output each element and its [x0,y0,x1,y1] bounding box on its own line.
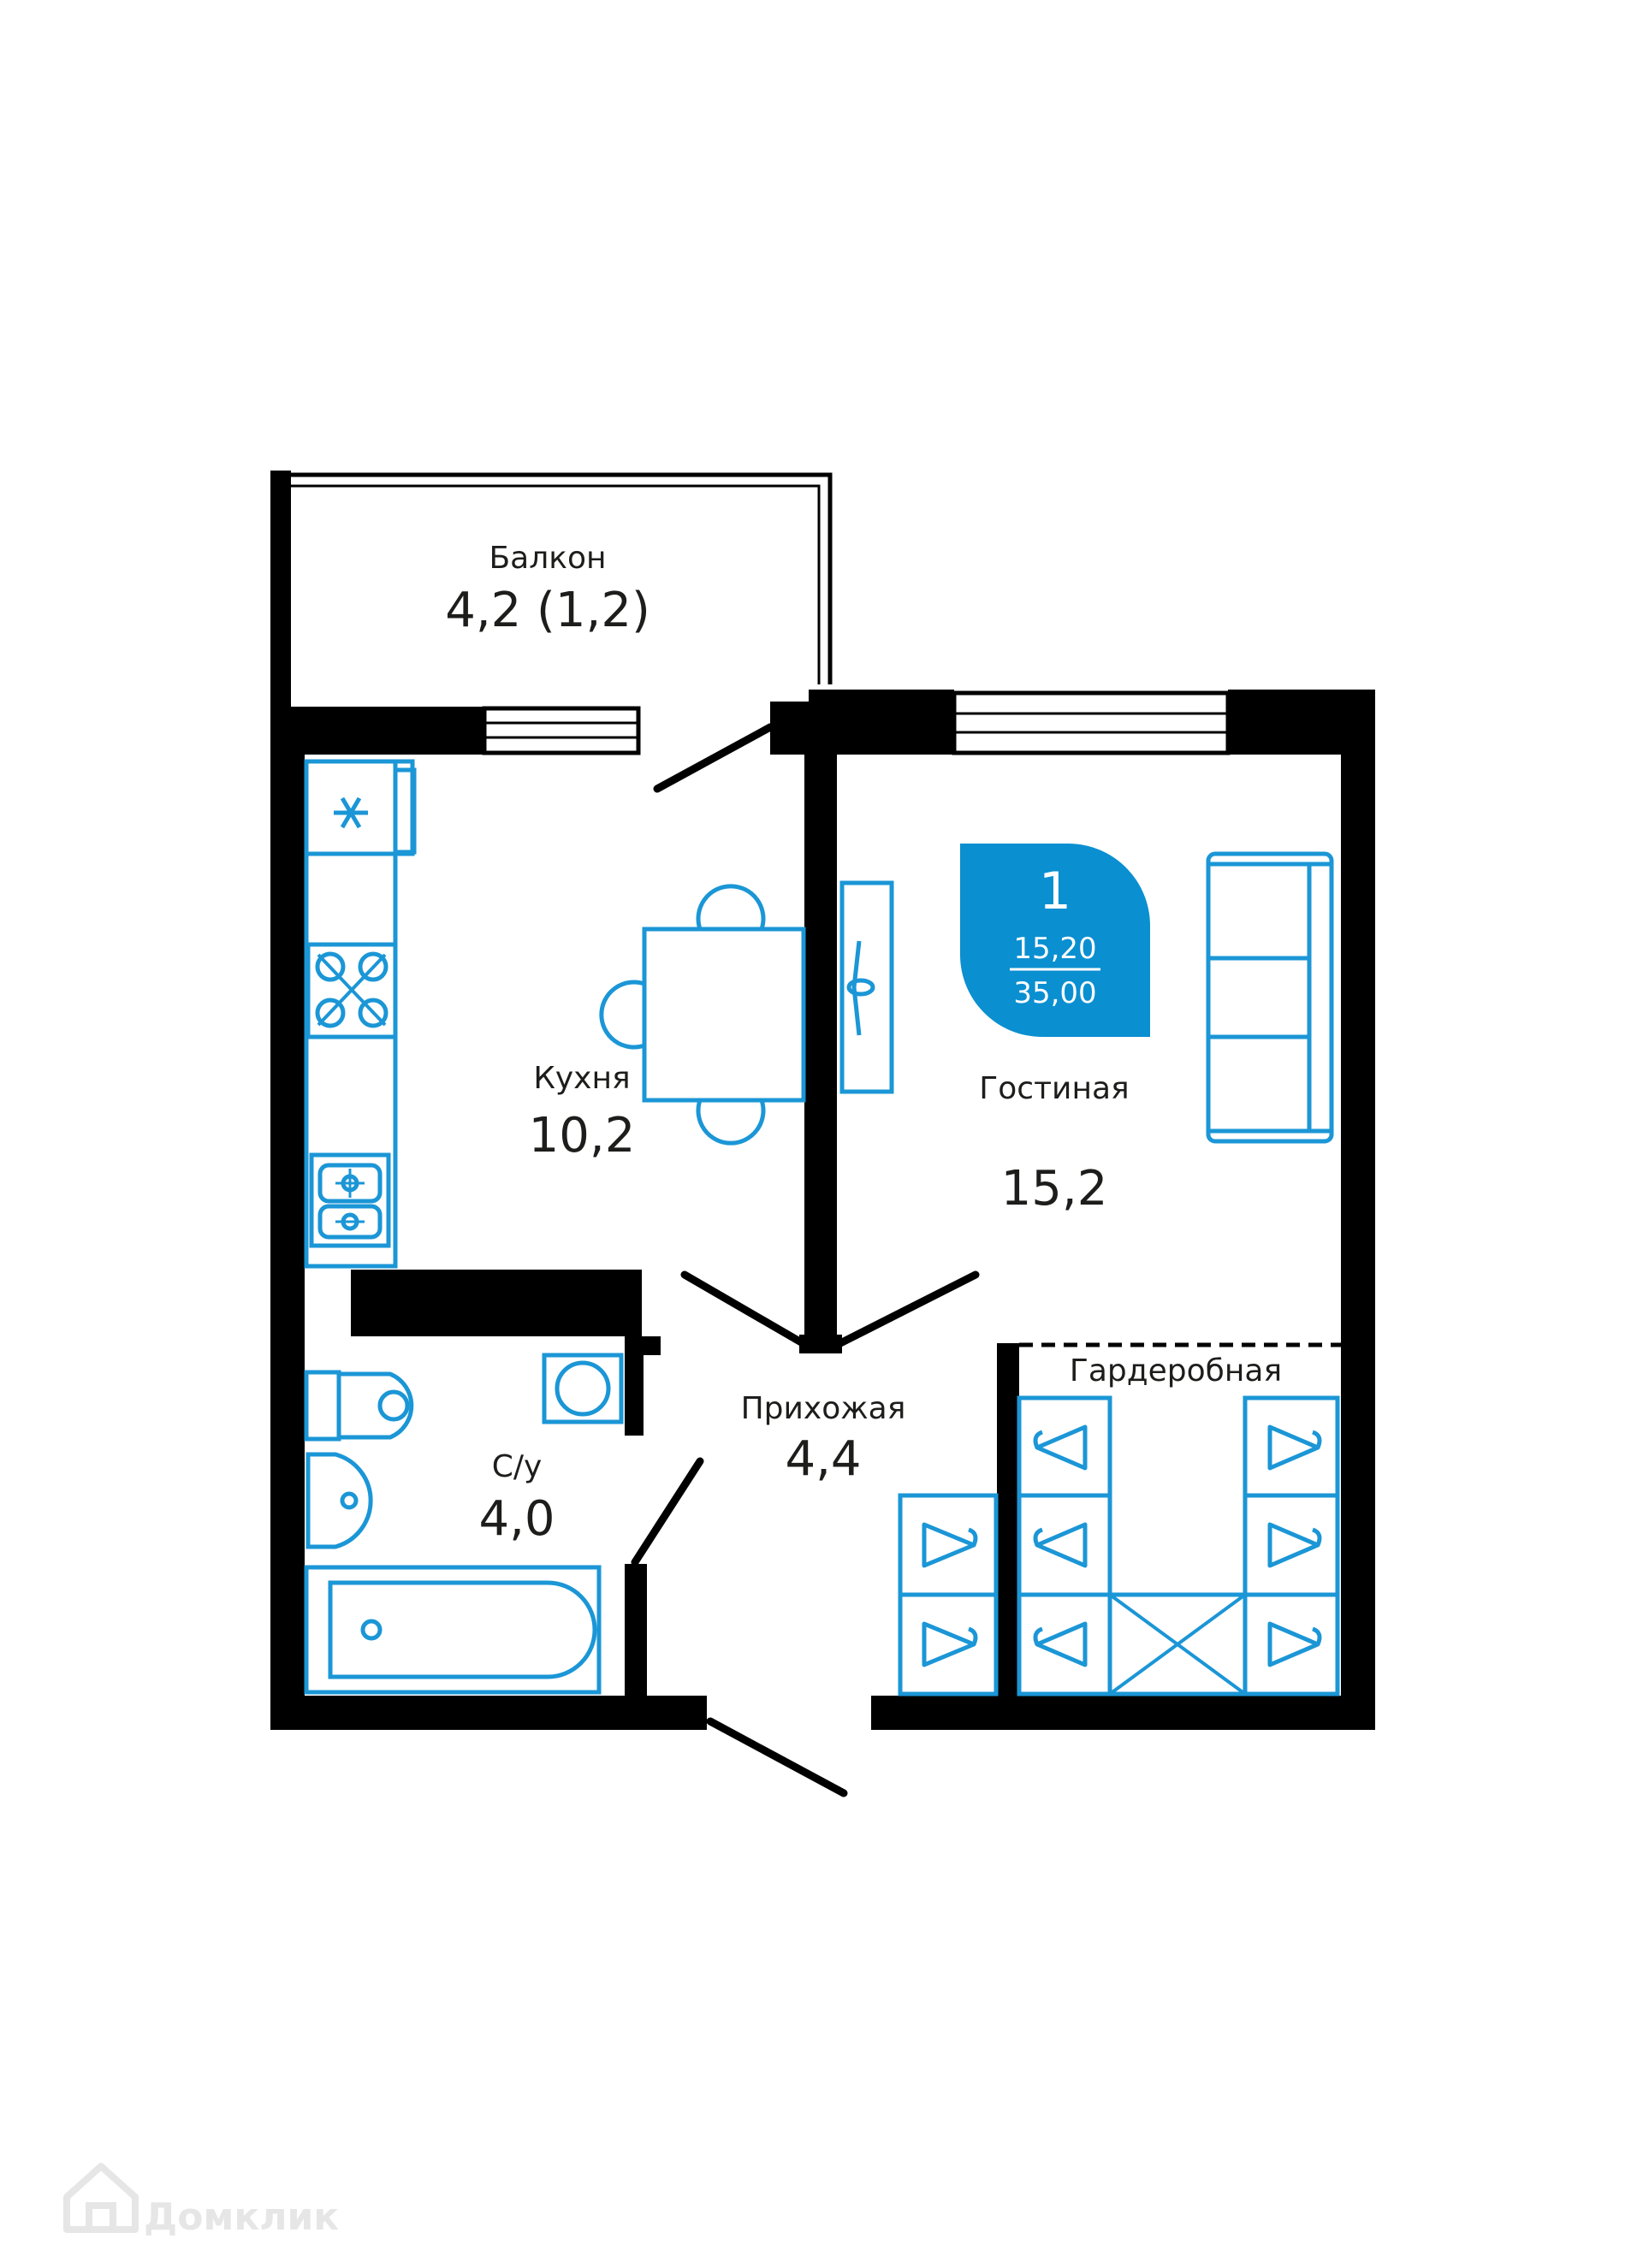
hanger-icon [1033,1621,1088,1667]
toilet-icon [304,1370,414,1442]
dining-table [599,884,806,1146]
doors [631,723,980,1797]
badge-room-count: 1 [1039,862,1071,921]
hanger-icon [922,1522,978,1568]
balcony-name: Балкон [489,541,606,576]
balcony-area: 4,2 (1,2) [445,583,650,638]
hall-name: Прихожая [741,1391,906,1426]
badge-living-area: 15,20 [1013,932,1096,966]
badge-total-area: 35,00 [1013,976,1096,1010]
house-logo-icon [63,2163,139,2233]
bathtub-icon [304,1565,602,1695]
living-name: Гостиная [979,1071,1129,1106]
hall-area: 4,4 [785,1431,861,1487]
sofa [1206,851,1334,1144]
hanger-icon [1033,1424,1088,1471]
hanger-icon [1033,1522,1088,1568]
fridge-snowflake-icon [334,796,368,829]
bath-name: С/у [492,1449,543,1484]
wardrobe-name: Гардеробная [1070,1353,1282,1389]
tv-stand [839,880,894,1094]
stove-icon [305,942,398,1039]
wardrobe-shelves [898,1395,1340,1697]
hanger-icon [922,1621,978,1667]
badge-shape [960,844,1150,1037]
hanger-icons [922,1424,1322,1667]
hanger-icon [1267,1424,1322,1471]
living-area: 15,2 [1001,1161,1108,1217]
washbasin-icon [305,1452,373,1549]
kitchen-name: Кухня [533,1061,630,1096]
living-window [952,690,1231,755]
kitchen-balcony-window [482,706,641,755]
hanger-icon [1267,1522,1322,1568]
washing-machine-icon [542,1353,624,1424]
apartment-info-badge: 1 15,20 35,00 [960,844,1150,1037]
bath-area: 4,0 [478,1491,555,1547]
hanger-icon [1267,1621,1322,1667]
balcony-railing [270,471,833,719]
domclick-watermark: Домклик [63,2163,339,2239]
watermark-text: Домклик [144,2195,339,2239]
walls [270,690,1375,1730]
sink-icon [309,1152,391,1248]
kitchen-area: 10,2 [529,1108,636,1164]
